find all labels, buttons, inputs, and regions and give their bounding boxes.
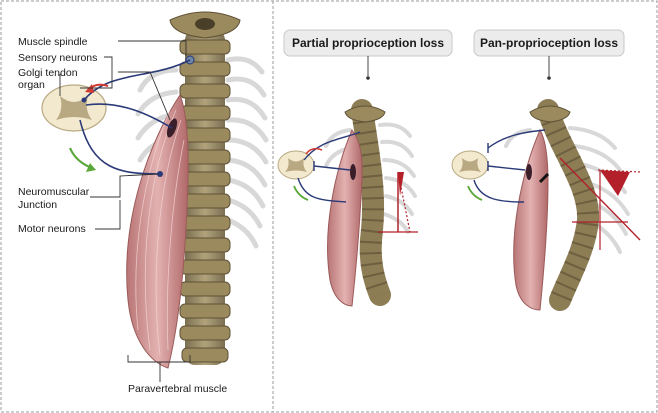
muscle-pan bbox=[513, 128, 549, 311]
paravertebral-muscle-left bbox=[126, 55, 195, 369]
label-motor-neurons: Motor neurons bbox=[18, 223, 86, 235]
leader-lines-left bbox=[59, 40, 191, 382]
pan-title: Pan-proprioception loss bbox=[480, 36, 618, 50]
angle-indicator-pan bbox=[559, 157, 641, 250]
pan-loss-panel: Pan-proprioception loss bbox=[451, 29, 641, 311]
partial-title: Partial proprioception loss bbox=[292, 36, 444, 50]
label-golgi-line1: Golgi tendon bbox=[18, 67, 78, 79]
ribs-partial bbox=[324, 122, 417, 234]
label-golgi-line2: organ bbox=[18, 79, 45, 91]
green-arrow-left bbox=[68, 147, 93, 170]
label-neuromuscular-line1: Neuromuscular bbox=[18, 186, 90, 198]
spinal-cord-section-left bbox=[41, 84, 107, 132]
nerves-partial bbox=[297, 131, 361, 203]
angle-indicator-partial bbox=[378, 171, 418, 233]
nerves-pan bbox=[473, 129, 546, 203]
left-panel: Muscle spindle Sensory neurons Golgi ten… bbox=[18, 11, 269, 395]
label-muscle-spindle: Muscle spindle bbox=[18, 36, 88, 48]
spine-partial bbox=[351, 99, 391, 306]
label-paravertebral-muscle: Paravertebral muscle bbox=[128, 383, 227, 395]
label-neuromuscular-line2: Junction bbox=[18, 199, 57, 211]
spine-left bbox=[169, 11, 241, 365]
label-sensory-neurons: Sensory neurons bbox=[18, 52, 97, 64]
green-arrowhead-left bbox=[86, 163, 96, 172]
partial-loss-panel: Partial proprioception loss bbox=[277, 29, 453, 307]
red-arrowhead-left bbox=[85, 84, 94, 93]
